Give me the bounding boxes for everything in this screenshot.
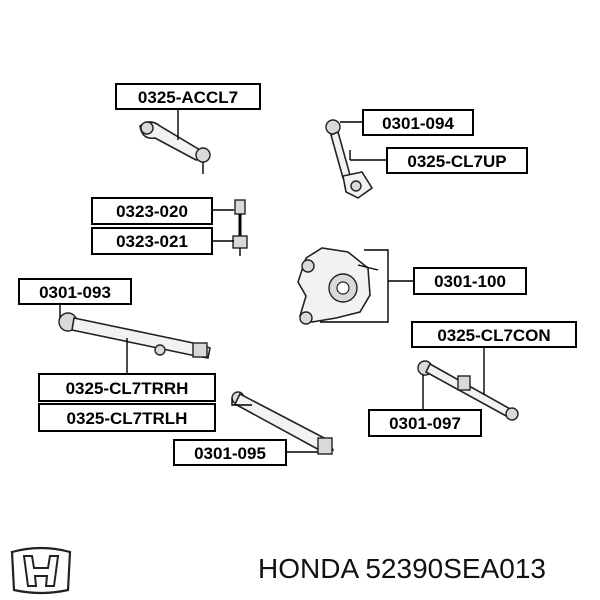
compensator-link-illustration bbox=[417, 360, 519, 421]
part-number-caption: HONDA 52390SEA013 bbox=[258, 553, 546, 584]
label-0301-097: 0301-097 bbox=[368, 409, 482, 437]
label-text: 0301-097 bbox=[389, 414, 461, 433]
lower-arm-illustration bbox=[58, 312, 211, 359]
label-text: 0301-095 bbox=[194, 444, 266, 463]
label-0325-cl7trrh: 0325-CL7TRRH bbox=[38, 373, 216, 402]
label-text: 0323-021 bbox=[116, 232, 188, 251]
label-0325-cl7trlh: 0325-CL7TRLH bbox=[38, 403, 216, 432]
label-0301-093: 0301-093 bbox=[18, 278, 132, 305]
honda-h-logo-icon bbox=[10, 546, 72, 595]
label-text: 0325-CL7TRLH bbox=[67, 409, 188, 428]
label-text: 0325-CL7CON bbox=[437, 326, 550, 345]
label-0323-020: 0323-020 bbox=[91, 197, 213, 225]
knuckle-illustration bbox=[297, 247, 371, 325]
label-0301-095: 0301-095 bbox=[173, 439, 287, 466]
label-text: 0323-020 bbox=[116, 202, 188, 221]
label-text: 0325-ACCL7 bbox=[138, 88, 238, 107]
label-0301-100: 0301-100 bbox=[413, 267, 527, 295]
label-text: 0325-CL7TRRH bbox=[66, 379, 189, 398]
label-text: 0325-CL7UP bbox=[407, 152, 506, 171]
label-0325-cl7con: 0325-CL7CON bbox=[411, 321, 577, 348]
rear-upper-arm-illustration bbox=[325, 119, 374, 199]
label-text: 0301-100 bbox=[434, 272, 506, 291]
stabilizer-link-illustration bbox=[232, 199, 248, 256]
trailing-arm-illustration bbox=[231, 391, 335, 455]
leader-lines bbox=[59, 108, 485, 453]
label-text: 0301-094 bbox=[382, 114, 454, 133]
label-0323-021: 0323-021 bbox=[91, 227, 213, 255]
label-0325-cl7up: 0325-CL7UP bbox=[386, 147, 528, 174]
label-0301-094: 0301-094 bbox=[362, 109, 474, 136]
upper-control-arm-illustration bbox=[139, 121, 211, 174]
label-0325-accl7: 0325-ACCL7 bbox=[115, 83, 261, 110]
label-text: 0301-093 bbox=[39, 283, 111, 302]
